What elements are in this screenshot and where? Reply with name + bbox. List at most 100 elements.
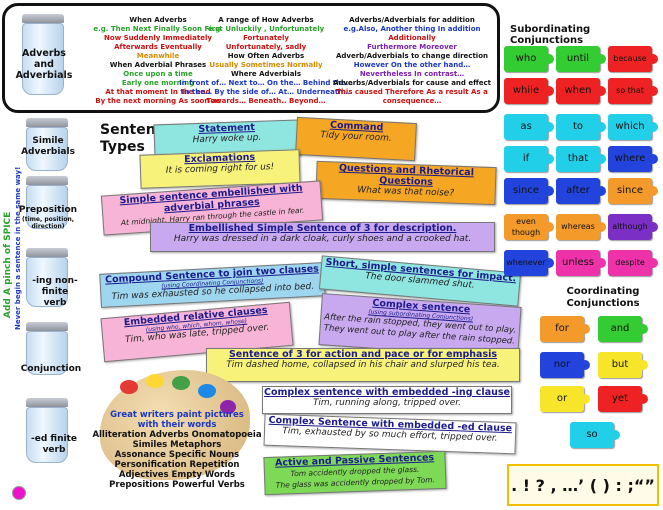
conjunction-piece: even though: [504, 214, 554, 240]
adverbial-line: Now Suddenly Immediately: [104, 34, 212, 42]
conjunction-piece: whereas: [556, 214, 606, 240]
adverbial-line: Nevertheless In contrast…: [359, 70, 465, 78]
preposition-shaker-icon: [26, 176, 68, 229]
adverbial-line: Early one morning: [121, 79, 195, 87]
ing-shaker-icon: [26, 248, 68, 307]
adverbial-line: However On the other hand…: [353, 61, 471, 69]
conjunction-piece: unless: [556, 250, 606, 276]
pink-dot-icon: [12, 486, 26, 500]
adverbial-line: How Often Adverbs: [227, 52, 305, 60]
conjunction-piece-label: until: [566, 53, 590, 64]
conjunction-piece-label: despite: [615, 258, 645, 267]
conjunction-piece-label: since: [513, 185, 539, 196]
adverbs-shaker-icon: [22, 14, 64, 95]
conjunction-piece-label: since: [617, 185, 643, 196]
conjunction-piece: despite: [608, 250, 658, 276]
conjunction-piece: after: [556, 178, 606, 204]
banner-active-passive: Active and Passive Sentences Tom acciden…: [263, 450, 447, 496]
banner-complex-ing: Complex sentence with embedded -ing clau…: [262, 386, 512, 414]
conjunction-piece: to: [556, 114, 606, 140]
conjunction-piece-label: but: [611, 359, 629, 370]
adverbial-line: At that moment In the end: [105, 88, 211, 96]
conjunction-piece: so that: [608, 78, 658, 104]
adverbial-line: e.g. Unluckily , Unfortunately: [207, 25, 325, 33]
conjunction-piece-label: although: [612, 222, 648, 231]
conjunction-piece-label: while: [512, 85, 540, 96]
banner-sentence-3-action: Sentence of 3 for action and pace or for…: [206, 348, 520, 382]
adverbial-line: Once upon a time: [123, 70, 193, 78]
adverbial-line: Adverb/Adverbials to change direction: [335, 52, 488, 60]
adverbial-line: Afterwards Eventually: [114, 43, 202, 51]
conjunction-piece: whenever: [504, 250, 554, 276]
writers-box: Great writers paint pictures with their …: [92, 410, 262, 490]
conjunction-piece-label: whereas: [561, 222, 595, 231]
adverbial-line: Meanwhile: [136, 52, 180, 60]
conjunction-piece: where: [608, 146, 658, 172]
banner-compound: Compound Sentence to join two clauses(us…: [99, 262, 326, 308]
conjunction-piece-label: where: [614, 153, 646, 164]
ed-shaker-icon: [26, 398, 68, 463]
conjunction-piece-label: which: [615, 121, 645, 132]
adverbial-line: This caused Therefore As a result As a: [336, 88, 488, 96]
adverbial-line: Adverbs/Adverbials for addition: [349, 16, 475, 24]
conjunction-piece: nor: [540, 352, 590, 378]
conjunction-piece-label: whenever: [506, 258, 546, 267]
ing-shaker-label: -ing non-finite verb: [32, 276, 78, 308]
conjunction-piece: and: [598, 316, 648, 342]
spice-side-text: Add A pinch of SPICE: [3, 211, 13, 318]
adverbial-line: By the next morning As soon as: [95, 97, 221, 105]
conjunction-piece: yet: [598, 386, 648, 412]
conjunction-piece: since: [504, 178, 554, 204]
conjunction-piece: so: [570, 422, 620, 448]
never-side-text: Never begin a sentence in the same way!: [14, 166, 22, 330]
adverbial-line: Fortunately: [243, 34, 289, 42]
conjunction-piece-label: or: [556, 393, 568, 404]
conjunction-piece: although: [608, 214, 658, 240]
preposition-shaker-label: Preposition (time, position, direction): [18, 205, 78, 230]
conjunction-piece: which: [608, 114, 658, 140]
conjunction-piece: that: [556, 146, 606, 172]
adverbial-line: Additionally: [388, 34, 436, 42]
conjunction-piece: because: [608, 46, 658, 72]
conjunction-shaker-icon: [26, 322, 68, 375]
conjunction-piece-label: when: [564, 85, 592, 96]
adverbial-line: Unfortunately, sadly: [225, 43, 307, 51]
conjunction-piece: for: [540, 316, 590, 342]
coordinating-title: Coordinating Conjunctions: [566, 286, 640, 309]
simile-shaker-label: Simile Adverbials: [21, 136, 75, 157]
conjunction-piece-label: so that: [616, 86, 644, 95]
conjunction-piece: since: [608, 178, 658, 204]
conjunction-piece-label: that: [567, 153, 589, 164]
conjunction-piece-label: to: [572, 121, 584, 132]
adverbial-line: In the… By the side of… At… Underneath…: [181, 88, 351, 96]
adverbial-line: consequence…: [382, 97, 442, 105]
adverbial-line: When Adverbial Phrases: [109, 61, 207, 69]
adverbial-line: Where Adverbials: [231, 70, 301, 78]
banner-complex-ed: Complex Sentence with embedded -ed claus…: [263, 413, 517, 455]
adverbial-line: A range of How Adverbs: [218, 16, 314, 24]
conjunction-piece-label: as: [520, 121, 532, 132]
conjunction-piece-label: for: [555, 323, 569, 334]
adverbial-line: When Adverbs: [129, 16, 187, 24]
simile-shaker-icon: [26, 118, 68, 171]
conjunction-piece-label: so: [586, 429, 598, 440]
conjunction-piece-label: unless: [561, 257, 595, 268]
adverbial-line: e.g. Then Next Finally Soon First: [93, 25, 223, 33]
adverbial-line: e.g.Also, Another thing In addition: [343, 25, 481, 33]
conjunction-piece: but: [598, 352, 648, 378]
conjunction-piece: while: [504, 78, 554, 104]
adverbial-line: Usually Sometimes Normally: [209, 61, 323, 69]
conjunction-piece: if: [504, 146, 554, 172]
conjunction-piece-label: because: [613, 54, 647, 63]
conjunction-shaker-label: Conjunction: [20, 364, 82, 374]
conjunction-piece-label: yet: [612, 393, 628, 404]
conjunction-piece-label: after: [566, 185, 590, 196]
punctuation-box: . ! ? , …’ ( ) : ;“”: [507, 464, 659, 506]
conjunction-piece-label: if: [522, 153, 530, 164]
